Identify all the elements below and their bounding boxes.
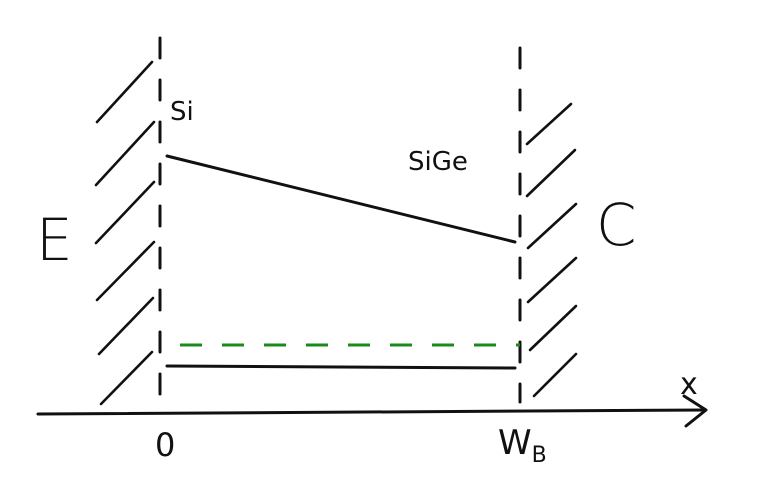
hatch-mark	[526, 256, 578, 304]
hatch-mark	[525, 148, 577, 198]
si-region-label: Si	[170, 97, 194, 127]
x-end-label: WB	[498, 423, 547, 468]
x-axis-line	[36, 408, 707, 416]
emitter-hatching	[94, 60, 156, 406]
hatch-mark	[94, 120, 156, 187]
graded-band-edge	[165, 154, 517, 244]
collector-hatching	[525, 102, 578, 398]
emitter-label: E	[36, 206, 73, 274]
hatch-mark	[528, 304, 578, 352]
hatch-mark	[525, 102, 573, 146]
collector-label: C	[596, 191, 637, 259]
hatch-mark	[95, 60, 154, 124]
flat-band-edge	[165, 364, 517, 370]
sige-region-label: SiGe	[408, 147, 468, 177]
hatch-mark	[99, 350, 154, 406]
x-axis-arrowhead	[682, 394, 708, 428]
x-axis-label: x	[680, 367, 698, 402]
hatch-mark	[532, 352, 578, 398]
x-end-subscript: B	[532, 443, 547, 468]
hatch-mark	[97, 296, 155, 356]
hatch-mark	[95, 240, 156, 302]
x-end-letter: W	[498, 423, 532, 463]
hatch-mark	[94, 180, 156, 245]
x-origin-label: 0	[155, 426, 175, 464]
hatch-mark	[526, 202, 578, 250]
